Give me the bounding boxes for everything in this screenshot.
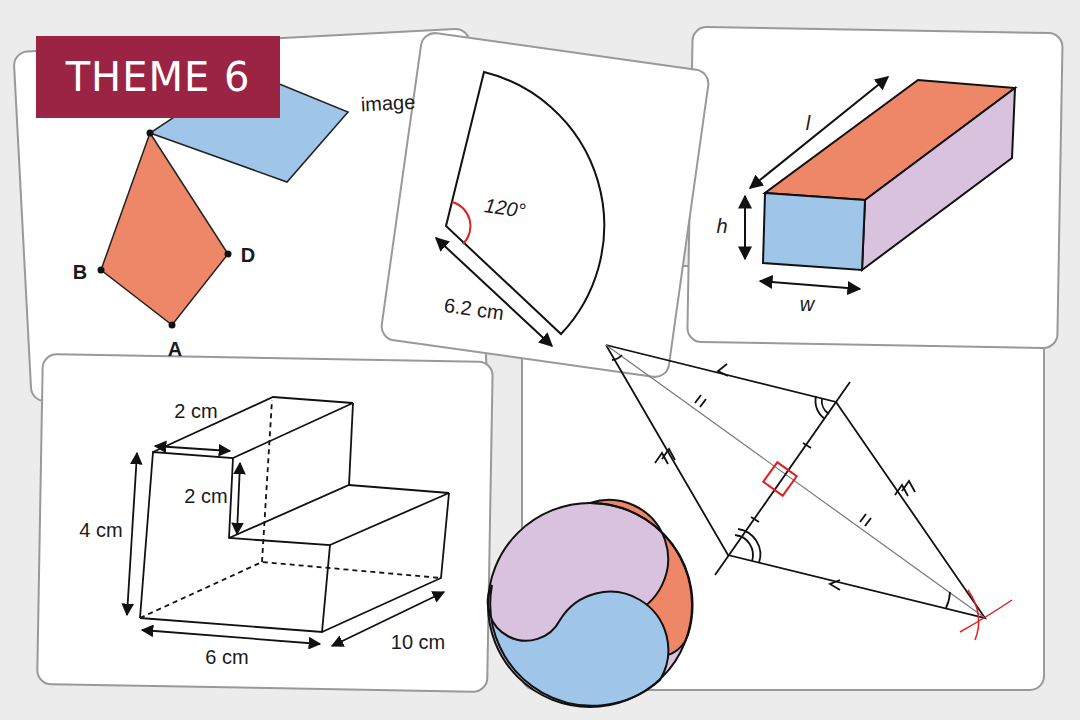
title: THEME 6 <box>66 54 251 100</box>
dimension-label: 10 cm <box>391 632 445 652</box>
dimension-label: 2 cm <box>174 401 217 421</box>
title-banner: THEME 6 <box>36 36 280 118</box>
dimension-label: 6 cm <box>205 647 248 667</box>
dimension-label: w <box>800 294 814 314</box>
angle-label: 120° <box>483 195 527 221</box>
dimension-label: 2 cm <box>184 486 227 506</box>
vertex-label: A <box>168 339 182 359</box>
vertex-label: B <box>73 262 87 282</box>
image-label: image <box>360 92 415 115</box>
dimension-label: l <box>806 113 810 133</box>
dimension-label: 4 cm <box>79 520 122 540</box>
vertex-label: D <box>241 245 255 265</box>
dimension-label: h <box>716 216 727 236</box>
